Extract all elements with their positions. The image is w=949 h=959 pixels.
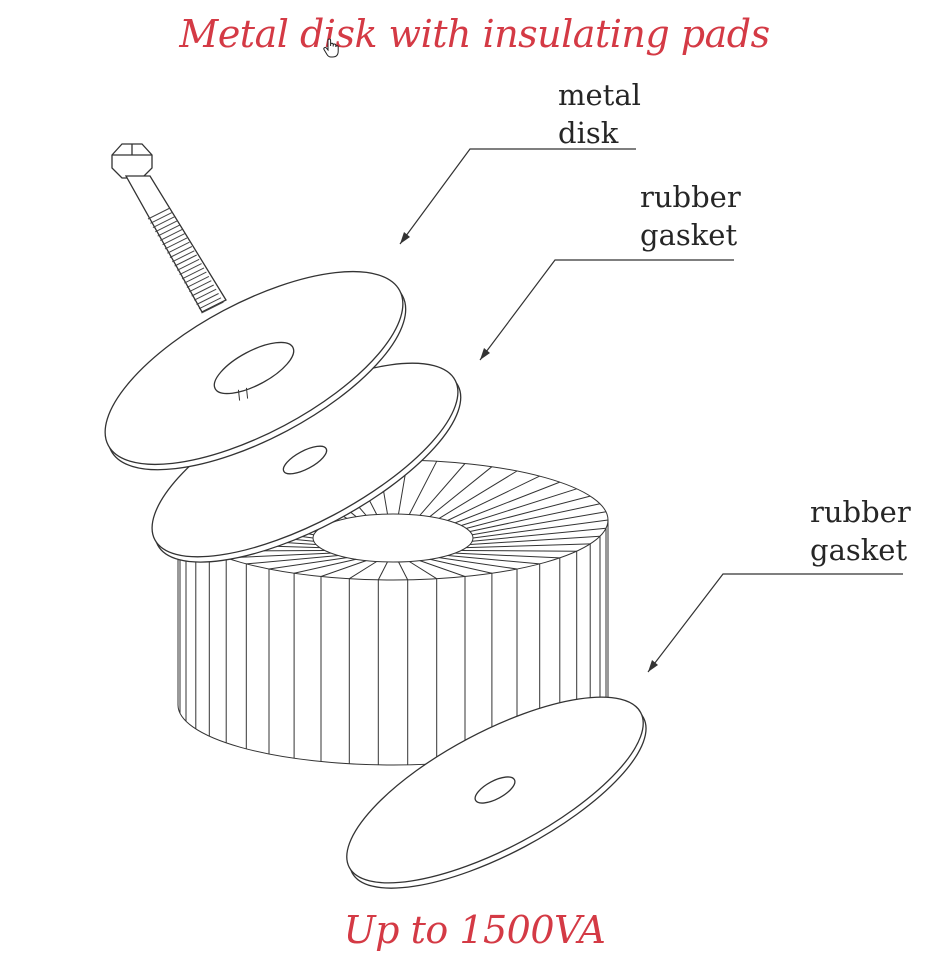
label-metal-disk: metal disk [558,78,641,150]
page-title: Metal disk with insulating pads [179,12,770,56]
metal-disk [104,270,407,471]
leader-rubber-gasket-top [479,259,734,361]
leader-lines [399,148,903,673]
bolt [111,143,227,314]
leader-metal-disk [399,148,636,245]
leader-rubber-gasket-bottom [647,573,903,673]
page-footer: Up to 1500VA [343,908,606,952]
label-rubber-gasket-top: rubber gasket [640,180,741,252]
arrowheads [400,232,658,672]
hand-pointer-icon [323,38,339,58]
bolt-thread [147,207,224,314]
label-rubber-gasket-bottom: rubber gasket [810,495,911,567]
rubber-gasket-bottom [346,696,647,889]
